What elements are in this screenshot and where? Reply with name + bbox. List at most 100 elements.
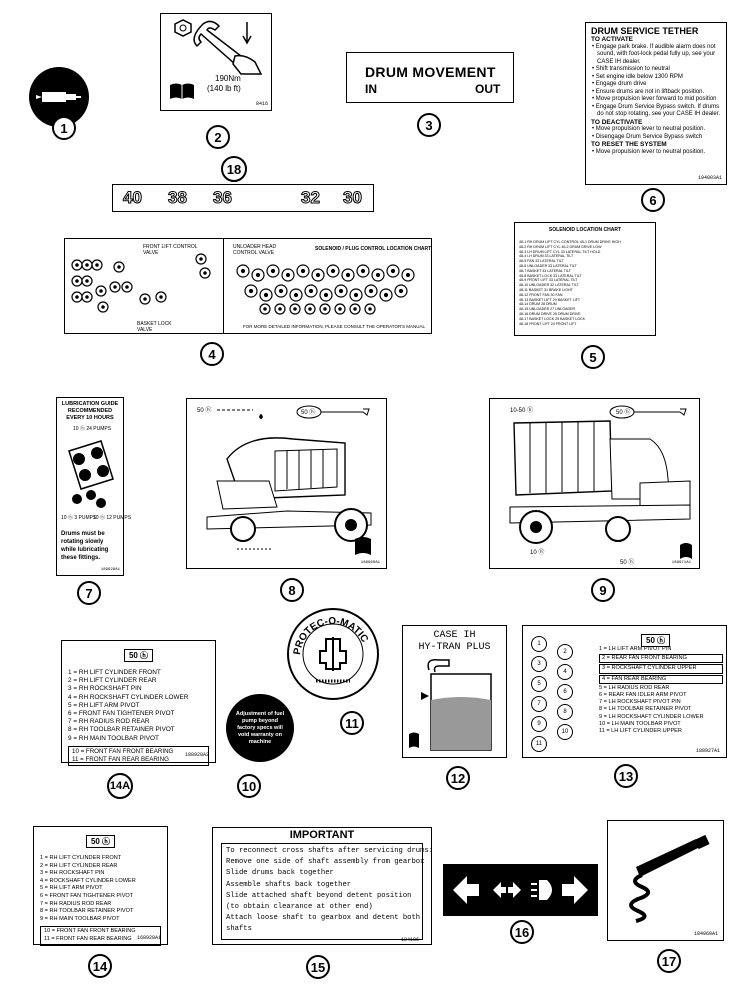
decal-1-grease-gun-symbol — [28, 66, 90, 128]
lube-point-circle: 11 — [531, 736, 547, 752]
plug-connector-pin — [85, 263, 89, 267]
lube-point-circle: 3 — [531, 656, 547, 672]
plug-connector-pin — [330, 268, 336, 274]
important-body: To reconnect cross shafts after servicin… — [221, 843, 433, 940]
decal-9-label-2: 50 ⓗ — [616, 410, 631, 416]
cotton-picker-left-view-icon — [206, 405, 372, 555]
lube-bottom-left: 10 ⓗ 3 PUMPS — [61, 515, 97, 521]
decal-14a-code: 188928A2 — [184, 752, 209, 758]
decal-7-lubrication-guide: LUBRICATION GUIDE RECOMMENDED EVERY 10 H… — [56, 397, 131, 576]
tether-instructions: TO ACTIVATE• Engage park brake. If audib… — [591, 36, 721, 156]
lube-point-item: 7 = RH RADIUS ROD REAR — [68, 718, 150, 726]
callout-14: 14 — [88, 954, 112, 978]
decal-14-code: 168928A1 — [136, 935, 161, 941]
solenoid-row: 48-5 FAN 33 LATERAL TILT — [519, 259, 564, 264]
plug-connector-pin — [203, 271, 207, 275]
tether-step: • Shift transmission to neutral — [592, 66, 670, 72]
lube-point-item: 4 = FAN REAR BEARING — [599, 674, 723, 684]
plug-connector-pin — [353, 292, 359, 298]
decal-16-movement-symbols — [443, 864, 598, 916]
plug-connector-pin — [360, 268, 366, 274]
plug-connector-pin — [323, 292, 329, 298]
plug-connector-pin — [375, 272, 381, 278]
lube-point-item: 10 = LH MAIN TOOLBAR PIVOT — [599, 720, 681, 727]
plug-connector-pin — [117, 265, 121, 269]
lube-point-circle: 10 — [557, 724, 573, 740]
torque-imperial: (140 lb ft) — [207, 84, 241, 93]
decal-13-code: 188927A1 — [695, 748, 720, 754]
solenoid-row: 48-16 DRUM DRIVE 26 DRUM DRIVE — [519, 311, 581, 316]
callout-12: 12 — [446, 766, 470, 790]
decal-9-picker-right-lube: 10-50 ⓗ 50 ⓗ 10 ⓗ 50 ⓗ 189971A1 — [489, 398, 700, 569]
lube-point-item: 5 = LH RADIUS ROD REAR — [599, 684, 670, 691]
callout-5: 5 — [581, 345, 605, 369]
lube-point-circle: 7 — [531, 696, 547, 712]
front-lift-valve-label: FRONT LIFT CONTROL VALVE — [143, 244, 198, 256]
plug-connector-pin — [278, 307, 282, 311]
decal-14a-interval: 50 ⓗ — [68, 645, 209, 663]
lube-guide-title: LUBRICATION GUIDE RECOMMENDED EVERY 10 H… — [61, 401, 119, 421]
plug-connector-pin — [85, 295, 89, 299]
plug-connectors-diagram — [71, 253, 415, 315]
plug-connector-pin — [255, 272, 261, 278]
tether-step: • Disengage Drum Service Bypass switch — [592, 133, 703, 140]
direction-symbols-icon — [453, 876, 588, 904]
solenoid-row: 48-15 UNLOADER 27 UNLOADER — [519, 307, 576, 312]
drum-number-32: 32 — [301, 188, 321, 208]
grease-gun-icon — [29, 67, 89, 127]
drum-number-38: 38 — [168, 188, 188, 208]
picker-spindle-icon — [629, 834, 710, 923]
decal-8-picker-left-lube: 50 ⓗ 50 ⓗ 189960A1 — [186, 398, 387, 569]
plug-connector-pin — [293, 307, 297, 311]
lube-point-circle: 9 — [531, 716, 547, 732]
solenoid-row: 48-6 UNLOADER 33 LATERAL TILT — [519, 263, 577, 268]
plug-connector-pin — [315, 272, 321, 278]
lube-point-item: 2 = RH LIFT CYLINDER REAR — [68, 677, 157, 685]
decal-8-label-1: 50 ⓗ — [197, 408, 212, 414]
decal-9-label-3: 10 ⓗ — [530, 550, 545, 556]
lube-point-item: 8 = RH TOOLBAR RETAINER PIVOT — [40, 908, 134, 915]
lube-point-boxed-item: 10 = FRONT FAN FRONT BEARING — [72, 747, 174, 755]
lube-point-item: 2 = REAR FAN FRONT BEARING — [599, 654, 723, 664]
plug-connector-pin — [338, 288, 344, 294]
important-line: Attach loose shaft to gearbox and detent… — [226, 914, 421, 923]
plug-connector-pin — [285, 272, 291, 278]
lube-point-item: 8 = RH TOOLBAR RETAINER PIVOT — [68, 726, 175, 734]
plug-connector-pin — [75, 295, 79, 299]
lube-point-circle: 5 — [531, 676, 547, 692]
solenoid-chart-title-5: SOLENOID LOCATION CHART — [548, 227, 622, 233]
important-line: Remove one side of shaft assembly from g… — [226, 858, 425, 867]
plug-connector-pin — [75, 263, 79, 267]
tether-section-heading: TO RESET THE SYSTEM — [591, 141, 667, 148]
plug-connector-pin — [85, 279, 89, 283]
callout-13: 13 — [614, 764, 638, 788]
plug-connector-pin — [113, 285, 117, 289]
lube-point-item: 3 = ROCKSHAFT CYLINDER UPPER — [599, 664, 723, 674]
lube-point-item: 4 = RH ROCKSHAFT CYLINDER LOWER — [68, 693, 189, 701]
solenoid-row: 48-3 LH DRUM LIFT CYL 33 LATERAL TILT HO… — [519, 249, 601, 254]
lube-point-circle: 8 — [557, 704, 573, 720]
drum-number-40: 40 — [123, 188, 143, 208]
important-line: shafts — [226, 925, 252, 934]
plug-connector-pin — [368, 288, 374, 294]
plug-connector-pin — [199, 257, 203, 261]
lube-point-item: 1 = RH LIFT CYLINDER FRONT — [40, 855, 122, 861]
lube-point-circle: 6 — [557, 684, 573, 700]
callout-14a: 14A — [107, 773, 133, 799]
decal-8-label-2: 50 ⓗ — [301, 410, 316, 416]
lube-point-item: 9 = RH MAIN TOOLBAR PIVOT — [40, 915, 120, 922]
plug-connector-pin — [248, 288, 254, 294]
plug-connector-pin — [159, 295, 163, 299]
important-line: Slide attached shaft beyond detent posit… — [226, 891, 412, 900]
hy-tran-line-2: HY-TRAN PLUS — [418, 642, 491, 653]
lube-point-item: 7 = LH ROCKSHAFT PIVOT PIN — [599, 699, 681, 706]
important-line: Assemble shafts back together — [226, 880, 352, 889]
callout-2: 2 — [206, 125, 230, 149]
decal-9-label-1: 10-50 ⓗ — [510, 408, 534, 414]
tether-step: • Move propulsion lever to neutral posit… — [592, 148, 706, 155]
tether-step: • Ensure drums are not in liftback posit… — [592, 88, 705, 95]
